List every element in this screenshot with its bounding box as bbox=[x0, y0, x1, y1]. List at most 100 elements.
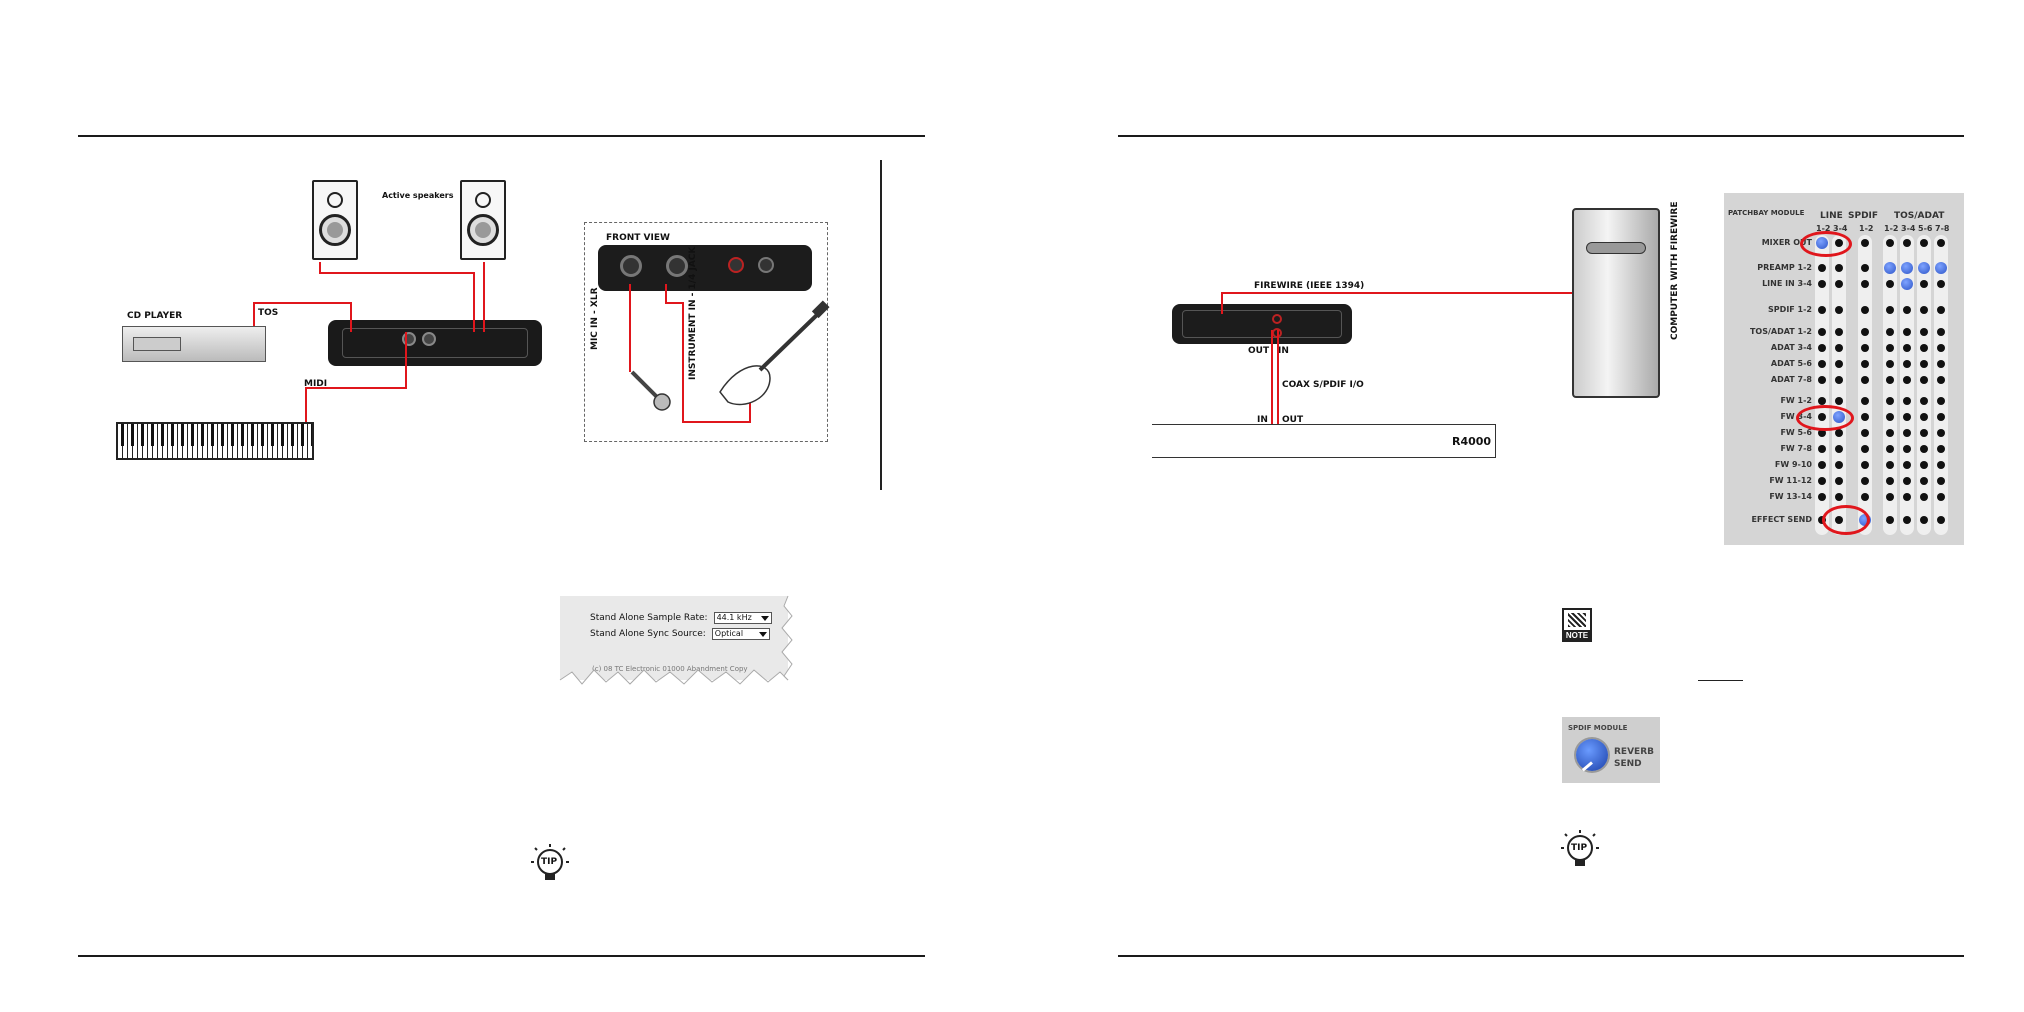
patchbay-button[interactable] bbox=[1818, 461, 1826, 469]
patchbay-button[interactable] bbox=[1937, 461, 1945, 469]
patchbay-button-active[interactable] bbox=[1901, 278, 1913, 290]
patchbay-button[interactable] bbox=[1861, 461, 1869, 469]
patchbay-button-active[interactable] bbox=[1884, 262, 1896, 274]
patchbay-button[interactable] bbox=[1861, 344, 1869, 352]
patchbay-button[interactable] bbox=[1835, 397, 1843, 405]
patchbay-button[interactable] bbox=[1886, 413, 1894, 421]
patchbay-button[interactable] bbox=[1903, 344, 1911, 352]
patchbay-button[interactable] bbox=[1818, 445, 1826, 453]
patchbay-button[interactable] bbox=[1903, 445, 1911, 453]
patchbay-button[interactable] bbox=[1920, 397, 1928, 405]
patchbay-button[interactable] bbox=[1886, 516, 1894, 524]
patchbay-button[interactable] bbox=[1937, 306, 1945, 314]
patchbay-button[interactable] bbox=[1886, 306, 1894, 314]
patchbay-button[interactable] bbox=[1818, 306, 1826, 314]
patchbay-button[interactable] bbox=[1937, 397, 1945, 405]
patchbay-button[interactable] bbox=[1818, 328, 1826, 336]
patchbay-button[interactable] bbox=[1886, 445, 1894, 453]
patchbay-button[interactable] bbox=[1886, 360, 1894, 368]
patchbay-button[interactable] bbox=[1920, 445, 1928, 453]
patchbay-button[interactable] bbox=[1920, 461, 1928, 469]
patchbay-button[interactable] bbox=[1920, 306, 1928, 314]
patchbay-button[interactable] bbox=[1818, 429, 1826, 437]
patchbay-button[interactable] bbox=[1886, 493, 1894, 501]
patchbay-button[interactable] bbox=[1818, 344, 1826, 352]
patchbay-button[interactable] bbox=[1861, 280, 1869, 288]
patchbay-button[interactable] bbox=[1886, 376, 1894, 384]
patchbay-button[interactable] bbox=[1886, 429, 1894, 437]
patchbay-button[interactable] bbox=[1903, 429, 1911, 437]
patchbay-button[interactable] bbox=[1861, 477, 1869, 485]
patchbay-button[interactable] bbox=[1835, 306, 1843, 314]
patchbay-button[interactable] bbox=[1903, 413, 1911, 421]
patchbay-button[interactable] bbox=[1835, 328, 1843, 336]
patchbay-button[interactable] bbox=[1920, 493, 1928, 501]
patchbay-button[interactable] bbox=[1920, 344, 1928, 352]
patchbay-button[interactable] bbox=[1886, 397, 1894, 405]
patchbay-button[interactable] bbox=[1920, 239, 1928, 247]
patchbay-button[interactable] bbox=[1903, 306, 1911, 314]
reverb-send-knob[interactable] bbox=[1576, 739, 1608, 772]
patchbay-button[interactable] bbox=[1937, 413, 1945, 421]
patchbay-button[interactable] bbox=[1861, 264, 1869, 272]
patchbay-button[interactable] bbox=[1818, 376, 1826, 384]
patchbay-button[interactable] bbox=[1835, 477, 1843, 485]
patchbay-button[interactable] bbox=[1835, 344, 1843, 352]
patchbay-button[interactable] bbox=[1937, 429, 1945, 437]
patchbay-button[interactable] bbox=[1886, 280, 1894, 288]
patchbay-button-active[interactable] bbox=[1918, 262, 1930, 274]
patchbay-button[interactable] bbox=[1835, 360, 1843, 368]
patchbay-button[interactable] bbox=[1861, 413, 1869, 421]
patchbay-button[interactable] bbox=[1937, 477, 1945, 485]
patchbay-button[interactable] bbox=[1903, 477, 1911, 485]
patchbay-button[interactable] bbox=[1861, 360, 1869, 368]
patchbay-button[interactable] bbox=[1818, 264, 1826, 272]
patchbay-button[interactable] bbox=[1903, 461, 1911, 469]
patchbay-button[interactable] bbox=[1886, 477, 1894, 485]
patchbay-button[interactable] bbox=[1861, 397, 1869, 405]
patchbay-button[interactable] bbox=[1886, 328, 1894, 336]
patchbay-button-active[interactable] bbox=[1901, 262, 1913, 274]
patchbay-button[interactable] bbox=[1903, 360, 1911, 368]
patchbay-button[interactable] bbox=[1920, 516, 1928, 524]
patchbay-button[interactable] bbox=[1861, 445, 1869, 453]
patchbay-button[interactable] bbox=[1920, 477, 1928, 485]
patchbay-button[interactable] bbox=[1886, 239, 1894, 247]
patchbay-button[interactable] bbox=[1920, 429, 1928, 437]
patchbay-button[interactable] bbox=[1835, 280, 1843, 288]
patchbay-button[interactable] bbox=[1937, 344, 1945, 352]
patchbay-button[interactable] bbox=[1818, 280, 1826, 288]
patchbay-button[interactable] bbox=[1818, 360, 1826, 368]
patchbay-button[interactable] bbox=[1861, 328, 1869, 336]
patchbay-button[interactable] bbox=[1861, 306, 1869, 314]
patchbay-button[interactable] bbox=[1818, 493, 1826, 501]
patchbay-button[interactable] bbox=[1937, 239, 1945, 247]
patchbay-button[interactable] bbox=[1886, 461, 1894, 469]
patchbay-button[interactable] bbox=[1920, 413, 1928, 421]
patchbay-button[interactable] bbox=[1903, 328, 1911, 336]
patchbay-button[interactable] bbox=[1818, 477, 1826, 485]
patchbay-button[interactable] bbox=[1835, 376, 1843, 384]
patchbay-button[interactable] bbox=[1835, 445, 1843, 453]
patchbay-button[interactable] bbox=[1835, 493, 1843, 501]
patchbay-button[interactable] bbox=[1903, 239, 1911, 247]
patchbay-button[interactable] bbox=[1861, 429, 1869, 437]
patchbay-button[interactable] bbox=[1861, 493, 1869, 501]
patchbay-button[interactable] bbox=[1835, 429, 1843, 437]
patchbay-button[interactable] bbox=[1937, 328, 1945, 336]
patchbay-button[interactable] bbox=[1903, 397, 1911, 405]
patchbay-button[interactable] bbox=[1920, 328, 1928, 336]
sync-source-select[interactable]: Optical bbox=[711, 628, 770, 640]
patchbay-button[interactable] bbox=[1937, 280, 1945, 288]
sample-rate-select[interactable]: 44.1 kHz bbox=[713, 612, 772, 624]
patchbay-button[interactable] bbox=[1937, 516, 1945, 524]
patchbay-button[interactable] bbox=[1903, 376, 1911, 384]
patchbay-button[interactable] bbox=[1818, 397, 1826, 405]
patchbay-button[interactable] bbox=[1835, 461, 1843, 469]
patchbay-button[interactable] bbox=[1920, 280, 1928, 288]
patchbay-button[interactable] bbox=[1835, 264, 1843, 272]
patchbay-button[interactable] bbox=[1937, 445, 1945, 453]
patchbay-button[interactable] bbox=[1920, 360, 1928, 368]
patchbay-button[interactable] bbox=[1920, 376, 1928, 384]
patchbay-button[interactable] bbox=[1886, 344, 1894, 352]
